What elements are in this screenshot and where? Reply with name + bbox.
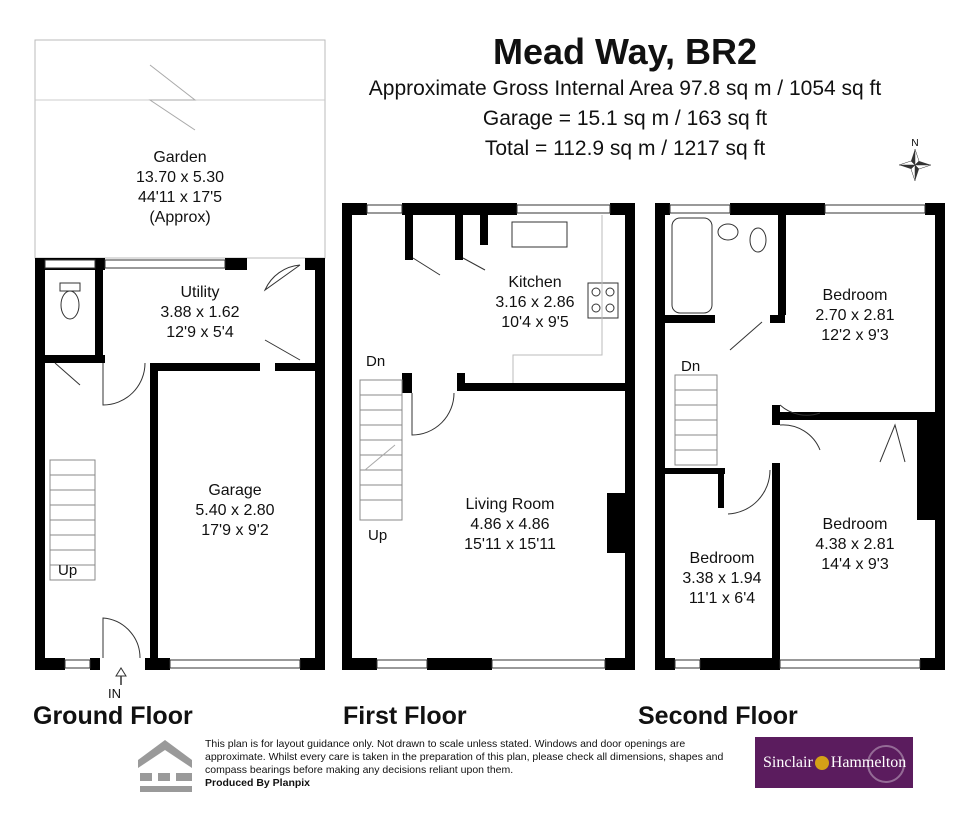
- agent-logo: Sinclair Hammelton: [755, 737, 913, 788]
- agent-name-left: Sinclair: [763, 753, 813, 771]
- first-stairs-up-label: Up: [368, 527, 388, 544]
- ground-stairs-up-label: Up: [58, 562, 78, 579]
- garage-area: Garage = 15.1 sq m / 163 sq ft: [482, 107, 768, 130]
- compass-north-label: N: [911, 138, 918, 149]
- bedroom-2-label: Bedroom 4.38 x 2.81 14'4 x 9'3: [815, 516, 895, 573]
- second-stairs-dn-label: Dn: [681, 358, 701, 375]
- living-room-label: Living Room 4.86 x 4.86 15'11 x 15'11: [464, 496, 556, 553]
- second-floor-walls: [655, 203, 945, 670]
- basin-icon: [717, 223, 739, 241]
- bedroom-1-label: Bedroom 2.70 x 2.81 12'2 x 9'3: [815, 287, 895, 344]
- ground-floor-label: Ground Floor: [33, 702, 193, 730]
- bedroom-3-label: Bedroom 3.38 x 1.94 11'1 x 6'4: [682, 550, 762, 607]
- utility-label: Utility 3.88 x 1.62 12'9 x 5'4: [160, 284, 240, 341]
- second-stairs: [674, 374, 718, 466]
- first-floor-label: First Floor: [343, 702, 467, 730]
- planpix-logo: [138, 740, 192, 792]
- garden-label: Garden 13.70 x 5.30 44'11 x 17'5 (Approx…: [135, 149, 225, 226]
- agent-emblem-icon: [814, 755, 829, 770]
- first-floor-walls: [342, 203, 635, 670]
- property-title: Mead Way, BR2: [492, 31, 758, 72]
- first-stairs: [359, 379, 403, 521]
- garden-outline: [34, 39, 326, 259]
- kitchen-label: Kitchen 3.16 x 2.86 10'4 x 9'5: [495, 274, 575, 331]
- garage-label: Garage 5.40 x 2.80 17'9 x 9'2: [195, 482, 275, 539]
- toilet-icon: [60, 290, 80, 320]
- house-watermark-icon: [867, 745, 905, 783]
- ground-stairs: [49, 459, 96, 581]
- sink-icon: [511, 221, 568, 248]
- produced-by: Produced By Planpix: [205, 777, 311, 789]
- gross-internal-area: Approximate Gross Internal Area 97.8 sq …: [368, 77, 882, 100]
- entrance-arrow-icon: [115, 667, 127, 685]
- compass-icon: [898, 148, 932, 182]
- entrance-label: IN: [108, 686, 121, 701]
- second-floor-label: Second Floor: [638, 702, 798, 730]
- bath-icon: [671, 217, 713, 314]
- toilet-icon: [749, 227, 767, 253]
- header: Mead Way, BR2 Approximate Gross Internal…: [330, 30, 920, 164]
- disclaimer-text: This plan is for layout guidance only. N…: [205, 738, 724, 776]
- first-stairs-dn-label: Dn: [366, 353, 386, 370]
- disclaimer-block: This plan is for layout guidance only. N…: [205, 738, 735, 790]
- total-area: Total = 112.9 sq m / 1217 sq ft: [484, 137, 766, 160]
